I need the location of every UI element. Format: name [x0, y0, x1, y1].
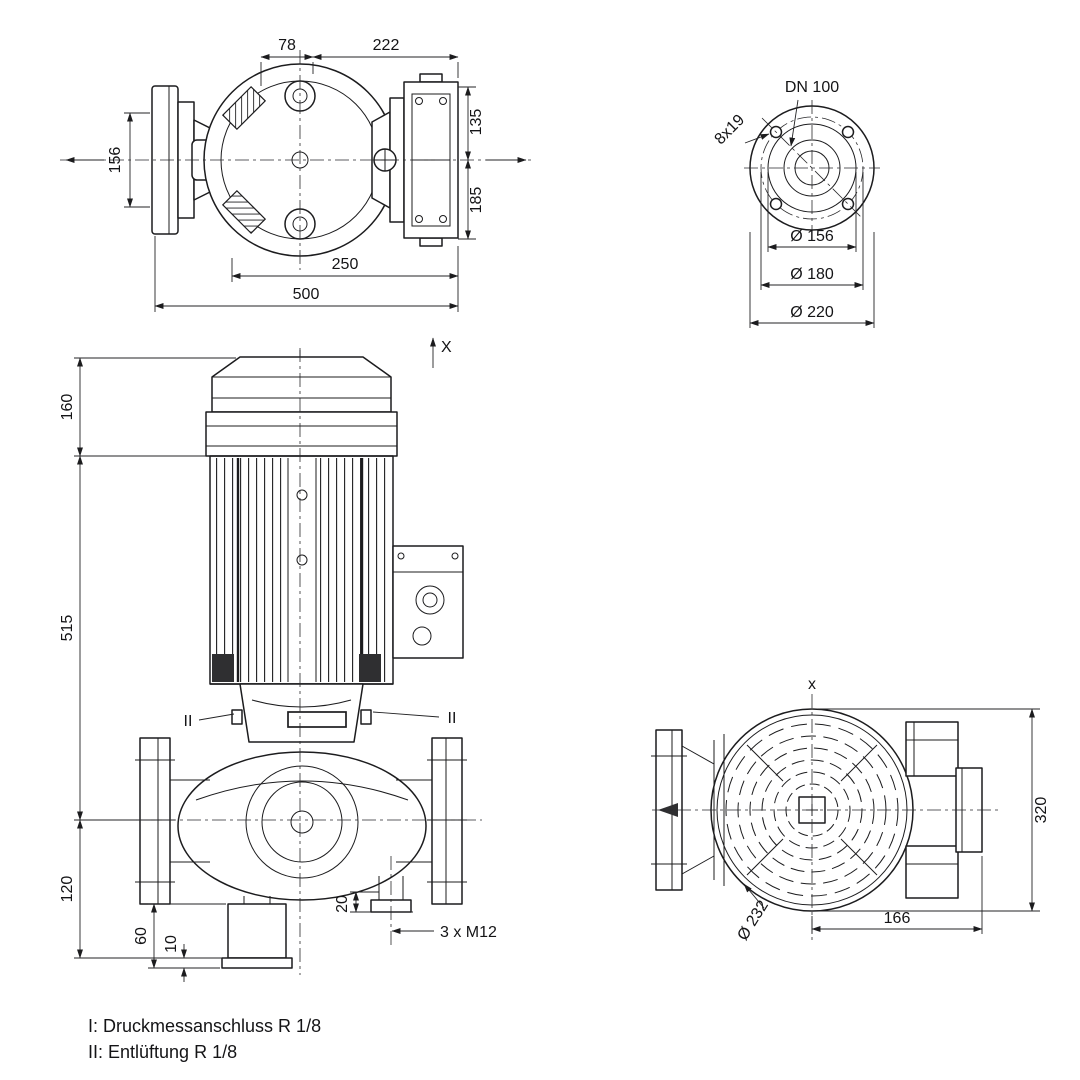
hatched-boss-top: [221, 85, 267, 131]
flow-arrow-icon: [658, 803, 678, 817]
dim-label-166: 166: [884, 910, 911, 927]
dim-label-78: 78: [278, 37, 296, 54]
front-view-centerlines: [112, 348, 482, 975]
top-view-centerlines: [60, 50, 534, 270]
side-view-dimensions: 320 166: [811, 708, 1050, 934]
dim-label-515: 515: [59, 615, 76, 642]
dim-label-20: 20: [334, 895, 351, 913]
dim-label-222: 222: [373, 37, 400, 54]
legend-line-2: II: Entlüftung R 1/8: [88, 1042, 237, 1062]
thread-label: 3 x M12: [440, 924, 497, 941]
port-label-right: II: [448, 710, 457, 727]
section-label-x: X: [441, 339, 452, 356]
side-view-centerlines: [652, 694, 1002, 940]
flange-view: DN 100 8x19 Ø 156 Ø 180 Ø 220: [712, 79, 880, 328]
dim-label-60: 60: [133, 927, 150, 945]
dia-232-label: Ø 232: [734, 898, 772, 944]
hatched-boss-bottom: [221, 189, 267, 235]
side-view: x Ø 232 320 166: [651, 676, 1050, 944]
front-view: II II X 160 515 120: [59, 337, 497, 982]
port-label-left: II: [184, 713, 193, 730]
dim-label-120: 120: [59, 876, 76, 903]
dia-220-label: Ø 220: [790, 304, 834, 321]
legend-line-1: I: Druckmessanschluss R 1/8: [88, 1016, 321, 1036]
dim-label-135: 135: [468, 109, 485, 136]
dim-label-250: 250: [332, 256, 359, 273]
dim-label-185: 185: [468, 187, 485, 214]
top-view-dimensions: 78 222 156 135 185 250 500: [107, 37, 485, 312]
front-view-port-leaders: II II: [184, 710, 457, 730]
dim-label-160: 160: [59, 394, 76, 421]
front-view-motor: [205, 350, 464, 685]
bolt-holes-label: 8x19: [712, 111, 749, 148]
front-view-dimensions: 160 515 120 60 10 20 3 x M12: [59, 357, 497, 982]
dim-label-500: 500: [293, 286, 320, 303]
dim-label-156: 156: [107, 147, 124, 174]
front-view-pump: [135, 683, 467, 969]
legend: I: Druckmessanschluss R 1/8 II: Entlüftu…: [88, 1016, 321, 1062]
dim-label-10: 10: [163, 935, 180, 953]
flange-centerlines: [744, 100, 880, 236]
axis-label-x: x: [808, 676, 816, 693]
dia-180-label: Ø 180: [790, 266, 834, 283]
front-view-section-marker: X: [430, 337, 452, 368]
dn-label: DN 100: [785, 79, 839, 96]
flange-dimensions: Ø 156 Ø 180 Ø 220: [749, 172, 875, 328]
dia-156-label: Ø 156: [790, 228, 834, 245]
dim-label-320: 320: [1033, 797, 1050, 824]
top-view: 78 222 156 135 185 250 500: [60, 37, 534, 312]
